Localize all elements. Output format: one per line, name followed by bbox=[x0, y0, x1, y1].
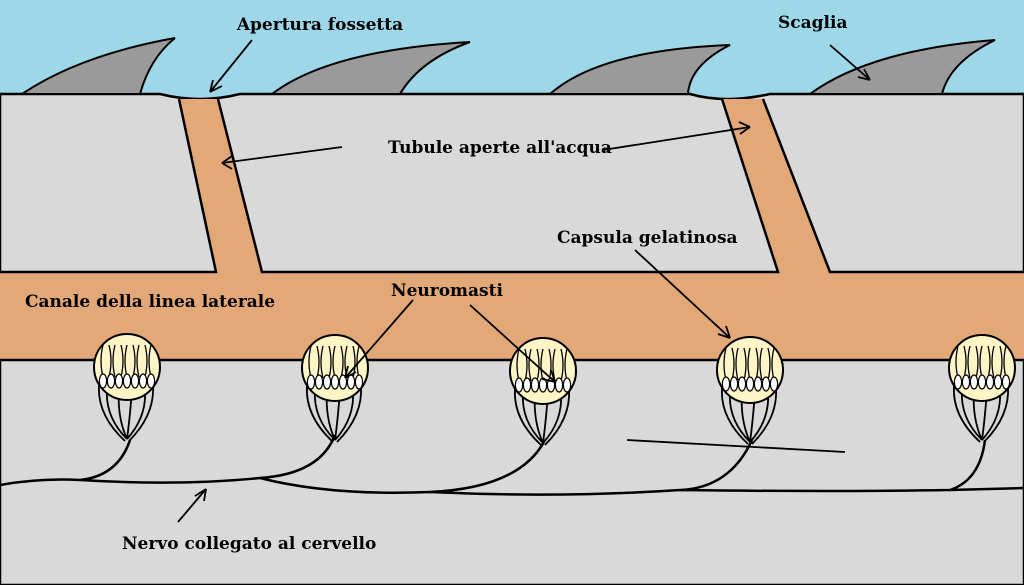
cupula bbox=[301, 334, 369, 402]
hair-cell bbox=[146, 373, 156, 389]
scales bbox=[18, 37, 996, 95]
nerve-fiber bbox=[0, 434, 1024, 496]
hair-cell bbox=[306, 374, 316, 390]
hair-cell bbox=[538, 377, 548, 393]
nerve-fibers bbox=[98, 384, 154, 442]
hair-bundles bbox=[308, 345, 360, 379]
hair-cell bbox=[729, 376, 739, 392]
label-nerve: Nervo collegato al cervello bbox=[122, 534, 376, 554]
hair-cell bbox=[721, 376, 731, 392]
hair-cell bbox=[130, 373, 140, 389]
hair-cell bbox=[562, 377, 572, 393]
hair-bundles bbox=[516, 348, 568, 382]
scale-4 bbox=[806, 39, 996, 95]
lateral-line-canal bbox=[0, 99, 1024, 360]
nerve-fibers bbox=[306, 385, 362, 443]
hair-cell bbox=[961, 374, 971, 390]
hair-cell bbox=[985, 374, 995, 390]
label-canal: Canale della linea laterale bbox=[25, 292, 275, 312]
arrow-cupula bbox=[634, 249, 731, 339]
arrow-scale bbox=[829, 44, 871, 81]
hair-cell bbox=[354, 374, 364, 390]
hair-cell bbox=[98, 373, 108, 389]
neuromast-1 bbox=[93, 333, 161, 442]
hair-cell bbox=[554, 377, 564, 393]
hair-cell bbox=[977, 374, 987, 390]
label-neuromasts: Neuromasti bbox=[391, 281, 503, 301]
label-cupula: Capsula gelatinosa bbox=[557, 228, 738, 248]
hair-cell bbox=[953, 374, 963, 390]
hair-cell bbox=[745, 376, 755, 392]
hair-cell bbox=[737, 376, 747, 392]
hair-cell bbox=[514, 377, 524, 393]
neuromast-4 bbox=[716, 336, 784, 445]
hair-cell bbox=[753, 376, 763, 392]
nerve-fibers bbox=[721, 387, 777, 445]
arrow-neuromast-left bbox=[344, 299, 414, 379]
nerve-fibers bbox=[953, 385, 1009, 443]
hair-cell bbox=[106, 373, 116, 389]
hair-cell bbox=[769, 376, 779, 392]
cupula bbox=[93, 333, 161, 401]
hair-cell bbox=[530, 377, 540, 393]
hair-cell bbox=[314, 374, 324, 390]
label-pit-opening: Apertura fossetta bbox=[236, 15, 403, 35]
hair-cell bbox=[114, 373, 124, 389]
label-tubules: Tubule aperte all'acqua bbox=[388, 138, 612, 158]
arrow-tubule-left bbox=[221, 146, 343, 170]
hair-cell bbox=[138, 373, 148, 389]
cupula bbox=[948, 334, 1016, 402]
neuromast-5 bbox=[948, 334, 1016, 443]
label-scale: Scaglia bbox=[778, 13, 847, 33]
nerve-fibers bbox=[514, 388, 570, 446]
hair-cell bbox=[122, 373, 132, 389]
arrow-nerve bbox=[177, 488, 207, 523]
scale-2 bbox=[269, 41, 471, 95]
hair-cell bbox=[761, 376, 771, 392]
arrow-tubule-right bbox=[602, 121, 751, 151]
stray-line bbox=[626, 439, 846, 453]
leader-lines bbox=[177, 39, 871, 523]
scale-1 bbox=[18, 37, 176, 95]
hair-cell bbox=[1001, 374, 1011, 390]
neuromast-2 bbox=[301, 334, 369, 443]
hair-cell bbox=[969, 374, 979, 390]
neuromasts-group bbox=[93, 333, 1016, 446]
arrow-pit-opening bbox=[209, 39, 253, 93]
hair-cell bbox=[522, 377, 532, 393]
arrow-neuromast-right bbox=[469, 304, 556, 383]
hair-cell bbox=[322, 374, 332, 390]
hair-cell bbox=[330, 374, 340, 390]
scale-3 bbox=[547, 44, 731, 95]
hair-bundles bbox=[955, 345, 1007, 379]
hair-bundles bbox=[100, 344, 152, 378]
hair-cell bbox=[338, 374, 348, 390]
cupula bbox=[716, 336, 784, 404]
hair-cell bbox=[993, 374, 1003, 390]
hair-bundles bbox=[723, 347, 775, 381]
